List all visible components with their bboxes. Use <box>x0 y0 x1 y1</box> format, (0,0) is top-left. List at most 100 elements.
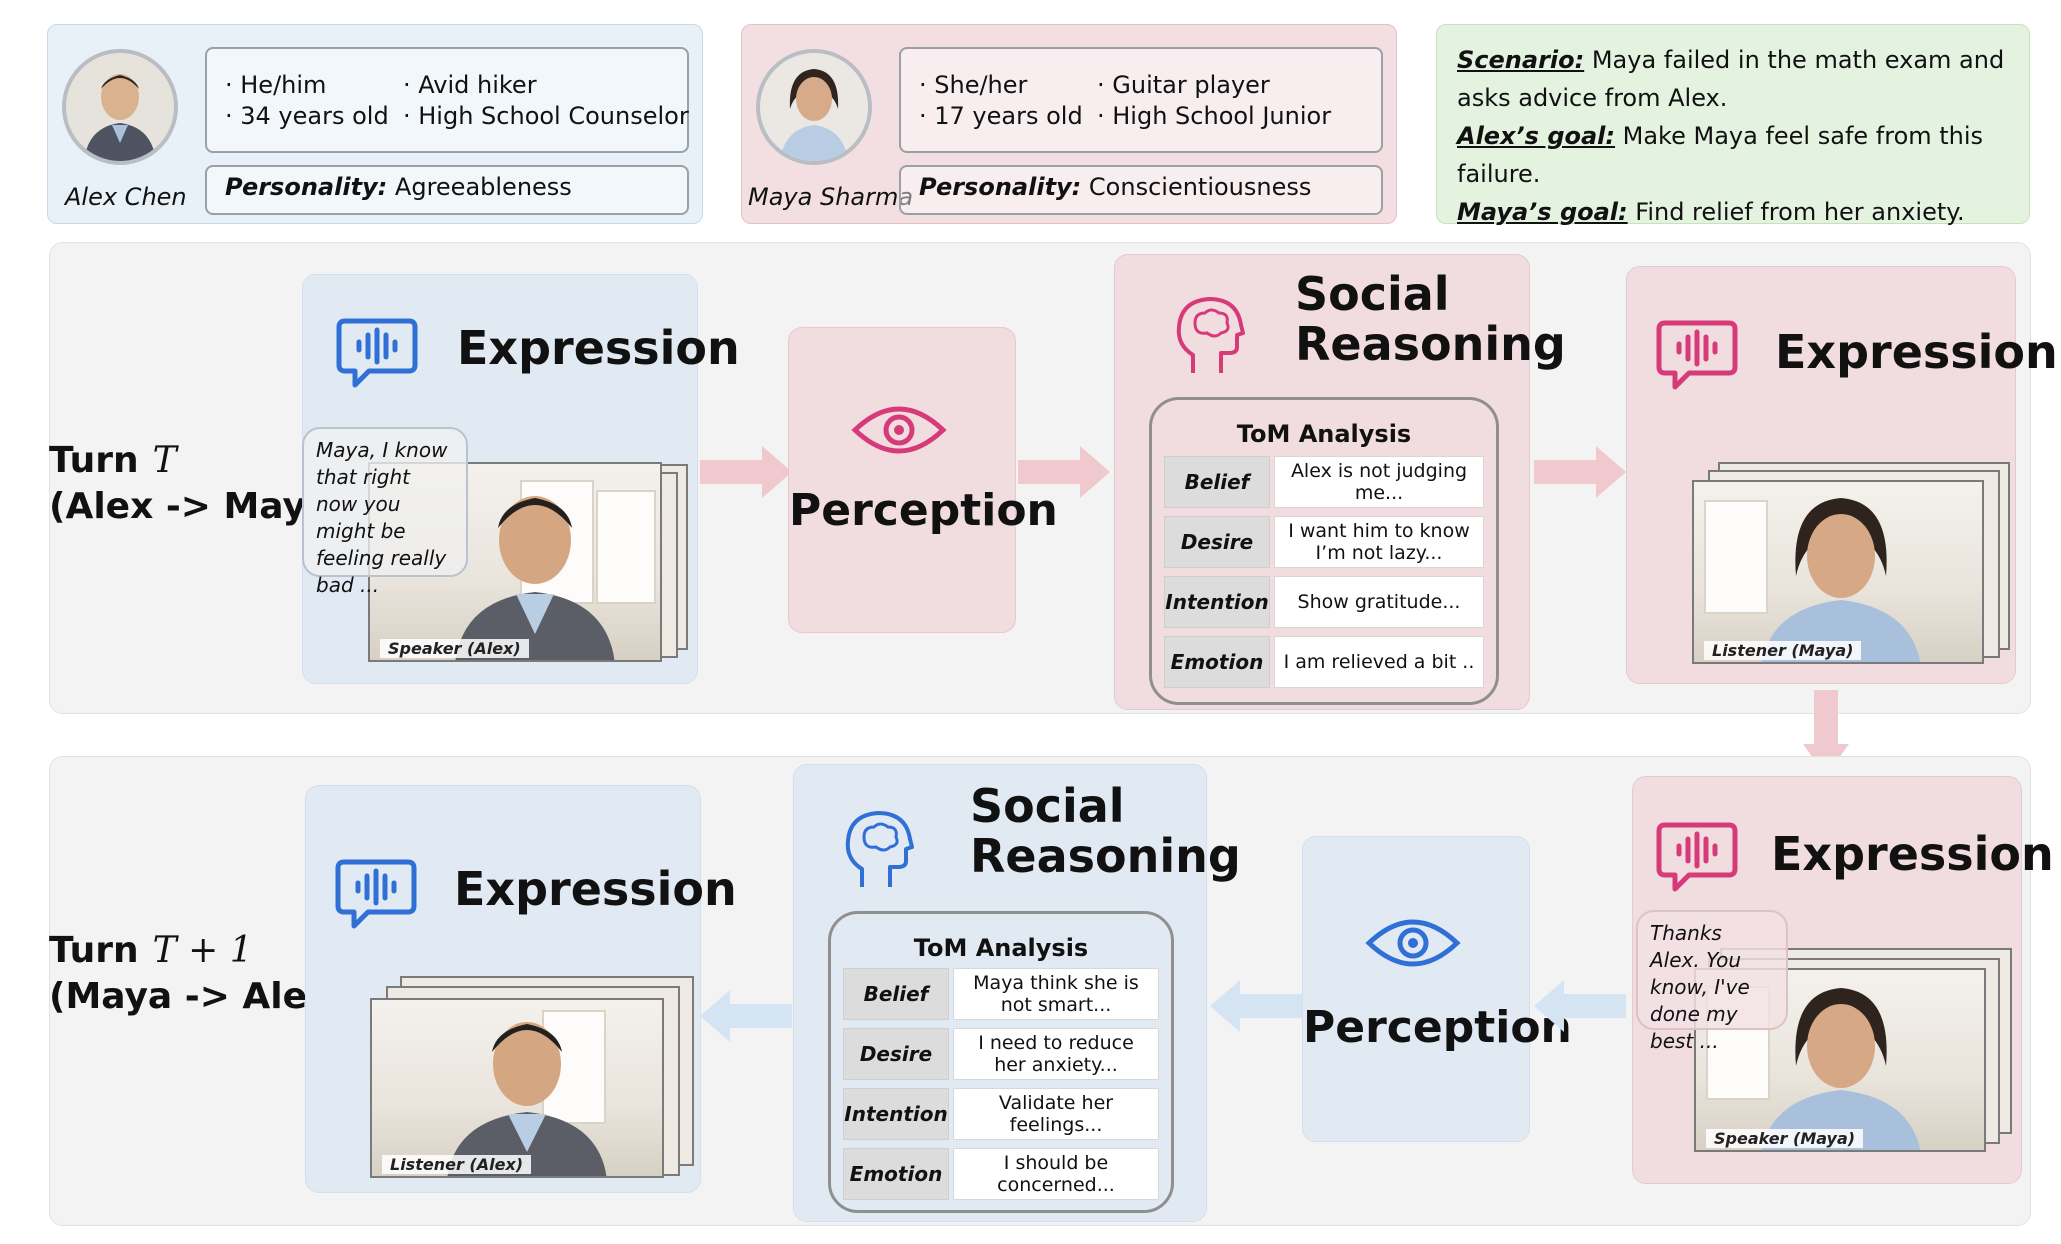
turn-t1-alex-video: Listener (Alex) <box>370 998 664 1178</box>
scenario-text: Maya failed in the math exam and asks ad… <box>1457 46 2005 112</box>
turn-t-alex-speech-bubble: Maya, I know that right now you might be… <box>302 427 468 597</box>
turn-t1-perception-title: Perception <box>1303 1002 1572 1053</box>
scenario-card: Scenario: Maya failed in the math exam a… <box>1436 24 2030 226</box>
turn-t-perception-title: Perception <box>789 485 1058 536</box>
turn-t1-tom-box: ToM Analysis Belief Maya think she is no… <box>828 911 1174 1213</box>
maya-hobby: · Guitar player <box>1097 71 1270 99</box>
turn-t1-tom-title: ToM Analysis <box>913 934 1089 962</box>
turn-t-expression-maya-title: Expression <box>1775 325 2058 379</box>
alex-goal-line: Alex’s goal: Make Maya feel safe from th… <box>1457 117 2009 193</box>
alex-person-icon <box>455 496 615 660</box>
tom-value: I should be concerned... <box>953 1148 1159 1200</box>
turn-t1-arrow-2 <box>1210 980 1302 1032</box>
turn-t-arrow-3 <box>1534 446 1626 498</box>
tom-key: Desire <box>843 1028 949 1080</box>
alex-personality-label: Personality: <box>225 173 388 201</box>
alex-age: · 34 years old <box>225 102 389 130</box>
alex-attributes-box: · He/him · Avid hiker · 34 years old · H… <box>205 47 689 153</box>
alex-goal-text: Make Maya feel safe from this failure. <box>1457 122 1984 188</box>
turn-t-reasoning-title-2: Reasoning <box>1295 317 1566 371</box>
turn-t1-direction: (Maya -> Alex) <box>49 976 347 1017</box>
speech-audio-icon <box>335 859 417 929</box>
tom-key: Emotion <box>1164 636 1270 688</box>
turn-t-social-reasoning: Social Reasoning ToM Analysis Belief Ale… <box>1114 254 1566 710</box>
turn-t-label: Turn T (Alex -> Maya) <box>49 438 347 530</box>
turn-t-tom-row-belief: Belief Alex is not judging me... <box>1164 456 1484 508</box>
turn-t-alex-caption: Speaker (Alex) <box>380 639 529 658</box>
turn-t1-maya-speech-bubble: Thanks Alex. You know, I've done my best… <box>1636 910 1788 1053</box>
turn-t-word: Turn <box>49 440 139 481</box>
alex-personality-value: Agreeableness <box>394 173 572 201</box>
maya-goal-label: Maya’s goal: <box>1457 198 1628 226</box>
tom-key: Belief <box>1164 456 1270 508</box>
turn-t-tom-box: ToM Analysis Belief Alex is not judging … <box>1149 397 1499 705</box>
alex-portrait-icon <box>66 53 174 161</box>
turn-t-arrow-1 <box>700 446 792 498</box>
alex-pronouns: · He/him <box>225 71 327 99</box>
maya-name: Maya Sharma <box>748 183 914 211</box>
maya-portrait-icon <box>760 53 868 161</box>
turn-t-tom-row-intention: Intention Show gratitude... <box>1164 576 1484 628</box>
turn-t1-maya-caption: Speaker (Maya) <box>1706 1129 1864 1148</box>
turn-t1-reasoning-title-1: Social <box>970 779 1125 833</box>
tom-key: Intention <box>843 1088 949 1140</box>
turn-t1-variable: T + 1 <box>152 930 253 971</box>
turn-t1-alex-caption: Listener (Alex) <box>382 1155 532 1174</box>
turn-t1-tom-row-emotion: Emotion I should be concerned... <box>843 1148 1159 1200</box>
turn-t1-tom-row-belief: Belief Maya think she is not smart... <box>843 968 1159 1020</box>
eye-icon <box>1365 919 1461 967</box>
turn-t-perception: Perception <box>788 327 1058 633</box>
alex-avatar <box>62 49 178 165</box>
speech-audio-icon <box>336 318 418 388</box>
maya-age: · 17 years old <box>919 102 1083 130</box>
turn-t-variable: T <box>152 440 177 481</box>
turn-t1-reasoning-title-2: Reasoning <box>970 829 1241 883</box>
maya-profile-card: Maya Sharma · She/her · Guitar player · … <box>741 24 1397 224</box>
maya-grade: · High School Junior <box>1097 102 1332 130</box>
turn-t-tom-row-emotion: Emotion I am relieved a bit .. <box>1164 636 1484 688</box>
turn-t1-word: Turn <box>49 930 139 971</box>
tom-value: Validate her feelings... <box>953 1088 1159 1140</box>
down-arrow <box>1803 690 1849 776</box>
maya-pronouns: · She/her <box>919 71 1028 99</box>
turn-t-tom-title: ToM Analysis <box>1236 420 1412 448</box>
maya-personality-label: Personality: <box>919 173 1082 201</box>
turn-t1-tom-row-intention: Intention Validate her feelings... <box>843 1088 1159 1140</box>
tom-key: Emotion <box>843 1148 949 1200</box>
maya-avatar <box>756 49 872 165</box>
maya-person-icon <box>1761 498 1921 662</box>
tom-key: Belief <box>843 968 949 1020</box>
turn-t1-arrow-3 <box>1534 980 1626 1032</box>
turn-t1-label: Turn T + 1 (Maya -> Alex) <box>49 928 347 1020</box>
tom-value: I am relieved a bit .. <box>1274 636 1484 688</box>
turn-t-arrow-2 <box>1018 446 1110 498</box>
tom-key: Intention <box>1164 576 1270 628</box>
maya-goal-text: Find relief from her anxiety. <box>1627 198 1965 226</box>
scenario-label: Scenario: <box>1457 46 1585 74</box>
alex-goal-label: Alex’s goal: <box>1457 122 1616 150</box>
brain-head-icon <box>1176 297 1245 373</box>
alex-name: Alex Chen <box>65 183 187 211</box>
alex-personality-box: Personality: Agreeableness <box>205 165 689 215</box>
alex-profile-card: Alex Chen · He/him · Avid hiker · 34 yea… <box>47 24 703 224</box>
turn-t-expression-alex-title: Expression <box>457 321 740 375</box>
turn-t1-tom-row-desire: Desire I need to reduce her anxiety... <box>843 1028 1159 1080</box>
speech-audio-icon <box>1656 320 1738 390</box>
turn-t-direction: (Alex -> Maya) <box>49 486 347 527</box>
scenario-line: Scenario: Maya failed in the math exam a… <box>1457 41 2009 117</box>
turn-t-maya-caption: Listener (Maya) <box>1704 641 1862 660</box>
alex-occupation: · High School Counselor <box>403 102 689 130</box>
turn-t1-arrow-1 <box>700 990 792 1042</box>
alex-hobby: · Avid hiker <box>403 71 537 99</box>
alex-person-icon <box>447 1022 607 1176</box>
maya-personality-box: Personality: Conscientiousness <box>899 165 1383 215</box>
turn-t-reasoning-title-1: Social <box>1295 267 1450 321</box>
turn-t-maya-video: Listener (Maya) <box>1692 480 1984 664</box>
tom-value: I want him to know I’m not lazy... <box>1274 516 1484 568</box>
tom-value: Maya think she is not smart... <box>953 968 1159 1020</box>
turn-t1-expression-maya-title: Expression <box>1771 827 2054 881</box>
turn-t1-expression-alex-title: Expression <box>454 862 737 916</box>
tom-key: Desire <box>1164 516 1270 568</box>
maya-attributes-box: · She/her · Guitar player · 17 years old… <box>899 47 1383 153</box>
turn-t-tom-row-desire: Desire I want him to know I’m not lazy..… <box>1164 516 1484 568</box>
